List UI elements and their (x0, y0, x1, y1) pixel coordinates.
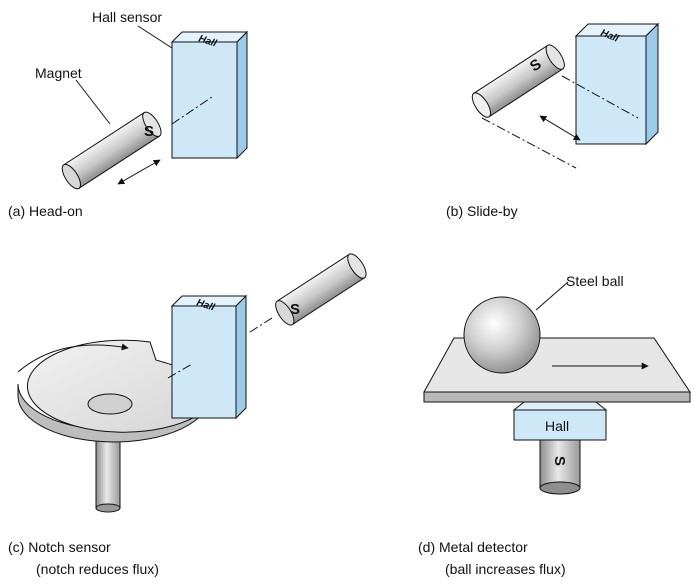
panel-c-notch-sensor: Hall S (c) Notch sensor (notch reduces f… (8, 253, 367, 577)
label-magnet: Magnet (35, 65, 82, 81)
steel-ball (463, 296, 541, 374)
field-line-b-upper (561, 75, 639, 119)
chip-label-c: Hall (195, 297, 216, 313)
hall-sensor-block-b: Hall (574, 22, 660, 146)
chip-label-d: Hall (545, 418, 569, 434)
leader-hall-sensor (137, 25, 173, 49)
field-line-c-right (249, 317, 273, 333)
caption-d-line2: (ball increases flux) (445, 561, 566, 577)
magnet-b (471, 44, 565, 118)
motion-arrow-b (539, 115, 581, 141)
panel-a-head-on: Hall S Hall sensor Magnet (a) Head-on (8, 9, 249, 219)
pole-mark-c: S (290, 301, 300, 318)
field-line-c-left (167, 363, 193, 379)
label-steel-ball: Steel ball (566, 273, 624, 289)
chip-label-a: Hall (197, 33, 218, 49)
pole-mark-a: S (144, 123, 154, 140)
rotation-arrow-c (17, 343, 129, 373)
magnet-a (61, 111, 162, 190)
label-hall-sensor: Hall sensor (92, 9, 162, 25)
panel-b-slide-by: Hall S (b) Slide-by (446, 22, 660, 219)
leader-magnet (75, 79, 111, 125)
panel-d-metal-detector: S Hall Steel ball (d) Metal detector (ba… (418, 273, 691, 577)
motion-arrow-a (117, 159, 161, 185)
caption-c-line2: (notch reduces flux) (36, 561, 159, 577)
caption-c-line1: (c) Notch sensor (8, 539, 111, 555)
field-line-a (171, 96, 213, 125)
hall-sensor-block-a: Hall (170, 30, 249, 160)
caption-a: (a) Head-on (8, 203, 83, 219)
hub-c (87, 393, 133, 415)
hall-sensor-block-c: Hall (170, 294, 248, 420)
leader-steel-ball (535, 281, 569, 311)
pole-mark-d: S (551, 456, 568, 466)
field-line-b-lower (481, 117, 577, 169)
caption-d-line1: (d) Metal detector (418, 539, 528, 555)
magnet-c (275, 253, 367, 326)
plate-d (423, 337, 691, 403)
caption-b: (b) Slide-by (446, 203, 518, 219)
